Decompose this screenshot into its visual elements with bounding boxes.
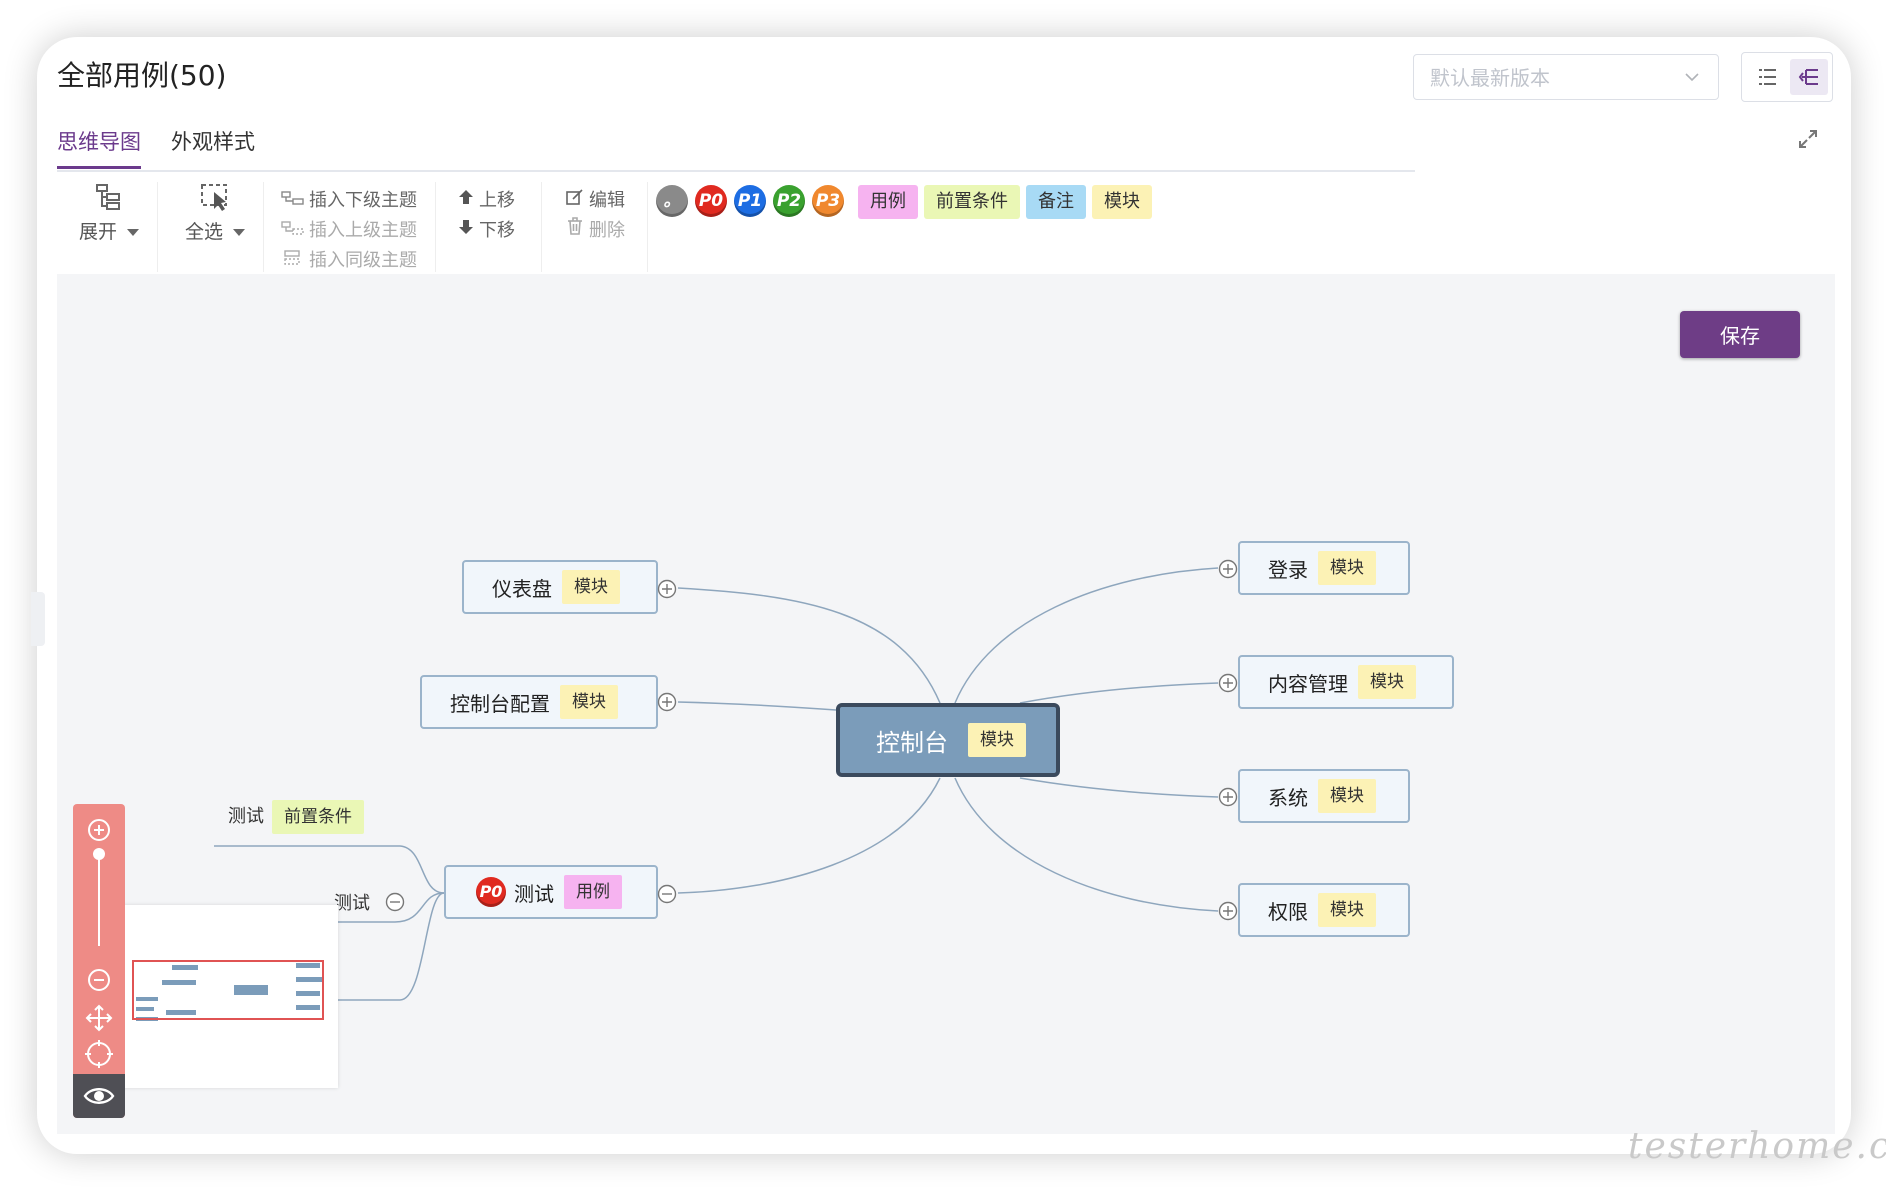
caret-down-icon: [233, 229, 245, 236]
mindmap-icon: [1798, 69, 1818, 85]
mindmap-node-permission[interactable]: 权限模块: [1238, 883, 1410, 937]
expand-plus-icon[interactable]: [657, 579, 677, 599]
toolbar-divider: [541, 182, 542, 272]
minimap-preview: [132, 960, 324, 1021]
arrow-up-icon: [459, 190, 473, 204]
toolbar-divider: [157, 182, 158, 272]
chevron-down-icon: [1685, 73, 1699, 82]
module-tag: 模块: [1318, 779, 1376, 813]
move-down-button[interactable]: 下移: [457, 216, 515, 242]
mindmap-root-node[interactable]: 控制台模块: [836, 703, 1060, 777]
expand-plus-icon[interactable]: [1218, 673, 1238, 693]
mindmap-leaf-test[interactable]: 测试: [334, 893, 370, 914]
move-up-button[interactable]: 上移: [457, 186, 515, 212]
minimap[interactable]: [122, 905, 338, 1088]
edit-button[interactable]: 编辑: [565, 186, 625, 212]
tree-expand-icon: [96, 184, 120, 210]
move-icon[interactable]: [85, 1004, 113, 1032]
zoom-out-icon[interactable]: [87, 968, 111, 992]
version-select-input[interactable]: [1428, 65, 1672, 91]
toolbar-divider: [647, 182, 648, 272]
tab-bar: 思维导图 外观样式: [57, 124, 1415, 172]
module-tag: 模块: [1358, 665, 1416, 699]
precondition-tag: 前置条件: [272, 800, 364, 834]
module-tag: 模块: [560, 685, 618, 719]
locate-center-icon[interactable]: [85, 1040, 113, 1068]
mindmap-node-test-case[interactable]: P0 测试用例: [444, 865, 658, 919]
trash-icon: [568, 217, 582, 235]
expand-plus-icon[interactable]: [657, 692, 677, 712]
priority-p0-button[interactable]: P0: [695, 185, 727, 217]
module-tag: 模块: [562, 570, 620, 604]
save-button[interactable]: 保存: [1680, 311, 1800, 358]
insert-child-button[interactable]: 插入下级主题: [281, 186, 417, 212]
select-all-label: 全选: [184, 221, 223, 243]
priority-p0-badge: P0: [476, 877, 506, 907]
expand-plus-icon[interactable]: [1218, 787, 1238, 807]
version-select[interactable]: [1413, 54, 1719, 100]
insert-sibling-icon: [284, 250, 300, 265]
expand-plus-icon[interactable]: [1218, 559, 1238, 579]
delete-button[interactable]: 删除: [565, 216, 625, 242]
tag-case-button[interactable]: 用例: [858, 185, 918, 219]
insert-parent-button[interactable]: 插入上级主题: [281, 216, 417, 242]
insert-child-icon: [281, 191, 304, 205]
mindmap-node-system[interactable]: 系统模块: [1238, 769, 1410, 823]
edit-icon: [566, 189, 583, 205]
tag-module-button[interactable]: 模块: [1092, 185, 1152, 219]
caret-down-icon: [127, 229, 139, 236]
mindmap-leaf-precondition[interactable]: 测试前置条件: [228, 800, 364, 834]
collapse-minus-icon[interactable]: [385, 892, 405, 912]
expand-button[interactable]: 展开: [71, 182, 147, 244]
expand-plus-icon[interactable]: [1218, 901, 1238, 921]
toolbar: 展开 全选 插入下级主题 插入上级主题 插入同级主题 上移 下移 编辑 删除: [57, 180, 1157, 274]
watermark: testerhome.com: [1628, 1126, 1886, 1167]
mindmap-node-console-config[interactable]: 控制台配置模块: [420, 675, 658, 729]
eye-icon: [83, 1088, 115, 1104]
tab-mindmap[interactable]: 思维导图: [57, 126, 141, 169]
zoom-navigator: [73, 804, 125, 1118]
insert-parent-icon: [281, 221, 304, 235]
tag-note-button[interactable]: 备注: [1026, 185, 1086, 219]
module-tag: 模块: [968, 723, 1026, 757]
tag-precondition-button[interactable]: 前置条件: [924, 185, 1020, 219]
view-toggle: [1741, 52, 1833, 102]
arrow-down-icon: [459, 220, 473, 234]
page-title: 全部用例(50): [57, 59, 227, 92]
zoom-in-icon[interactable]: [87, 818, 111, 842]
priority-p1-button[interactable]: P1: [734, 185, 766, 217]
insert-sibling-button[interactable]: 插入同级主题: [281, 246, 417, 272]
fullscreen-icon[interactable]: [1797, 128, 1819, 150]
tab-style[interactable]: 外观样式: [171, 130, 255, 154]
priority-p3-button[interactable]: P3: [812, 185, 844, 217]
list-view-button[interactable]: [1748, 59, 1786, 95]
collapse-minus-icon[interactable]: [657, 884, 677, 904]
mindmap-node-dashboard[interactable]: 仪表盘模块: [462, 560, 658, 614]
mindmap-node-content-management[interactable]: 内容管理模块: [1238, 655, 1454, 709]
priority-clear-button[interactable]: 。: [656, 185, 688, 217]
expand-label: 展开: [78, 221, 117, 243]
mindmap-node-login[interactable]: 登录模块: [1238, 541, 1410, 595]
toggle-minimap-button[interactable]: [73, 1074, 125, 1118]
zoom-slider-track[interactable]: [98, 854, 100, 946]
toolbar-divider: [263, 182, 264, 272]
case-tag: 用例: [564, 875, 622, 909]
mindmap-view-button[interactable]: [1790, 59, 1828, 95]
module-tag: 模块: [1318, 551, 1376, 585]
module-tag: 模块: [1318, 893, 1376, 927]
toolbar-divider: [435, 182, 436, 272]
zoom-slider-handle[interactable]: [93, 848, 105, 860]
list-icon: [1759, 69, 1776, 85]
select-all-button[interactable]: 全选: [177, 182, 253, 244]
priority-p2-button[interactable]: P2: [773, 185, 805, 217]
select-all-icon: [201, 184, 227, 211]
sidebar-collapse-tab[interactable]: [31, 592, 45, 646]
